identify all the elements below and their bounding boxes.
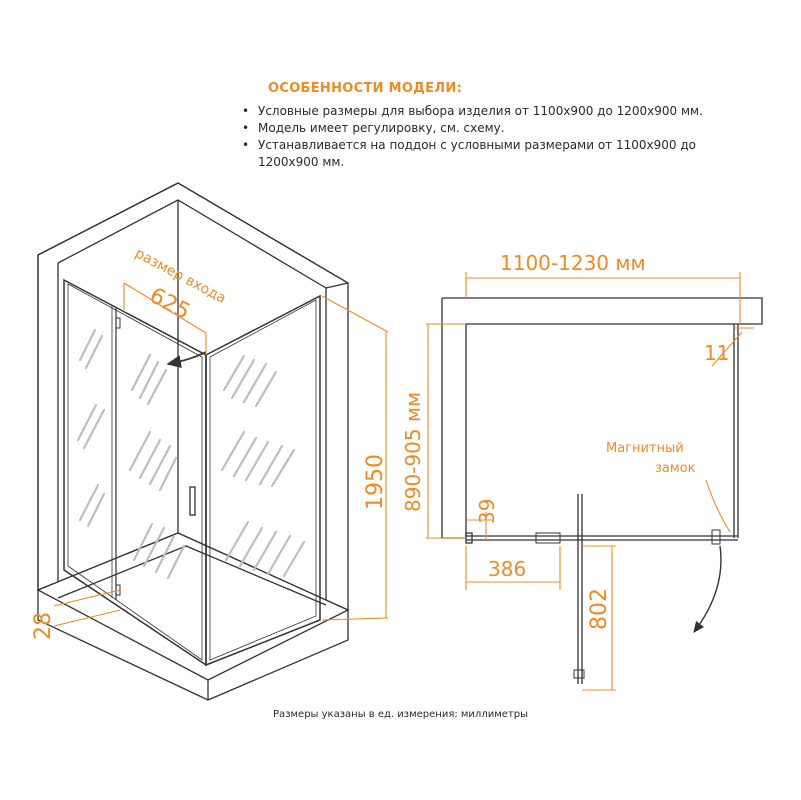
glass-hatching xyxy=(76,328,306,580)
isometric-view xyxy=(36,182,350,701)
lock-label-line2: замок xyxy=(655,461,696,476)
plan-depth-label: 890-905 мм xyxy=(401,392,425,512)
door-handle xyxy=(189,486,196,516)
lock-label-line1: Магнитный xyxy=(606,441,684,456)
plan-hinge-value: 386 xyxy=(488,557,526,581)
feature-item: Условные размеры для выбора изделия от 1… xyxy=(240,103,760,120)
iso-dimensions xyxy=(53,282,389,627)
plan-door-value: 802 xyxy=(587,588,612,630)
plan-offset-value: 39 xyxy=(475,499,499,524)
base-value: 28 xyxy=(31,612,56,640)
plan-gap-value: 11 xyxy=(704,341,729,365)
plan-dimensions xyxy=(426,272,754,691)
features-list: Условные размеры для выбора изделия от 1… xyxy=(240,103,760,171)
wall-top-edge xyxy=(37,182,349,284)
features-title: ОСОБЕННОСТИ МОДЕЛИ: xyxy=(268,81,463,96)
feature-item: Устанавливается на поддон с условными ра… xyxy=(240,137,760,171)
units-note: Размеры указаны в ед. измерения: миллиме… xyxy=(273,709,528,720)
door-swing-arrow xyxy=(166,351,207,369)
feature-item: Модель имеет регулировку, см. схему. xyxy=(240,120,760,137)
height-value: 1950 xyxy=(363,454,388,510)
plan-swing-arrow xyxy=(693,545,722,634)
side-glass-panel xyxy=(205,294,321,667)
plan-width-label: 1100-1230 мм xyxy=(500,251,646,275)
